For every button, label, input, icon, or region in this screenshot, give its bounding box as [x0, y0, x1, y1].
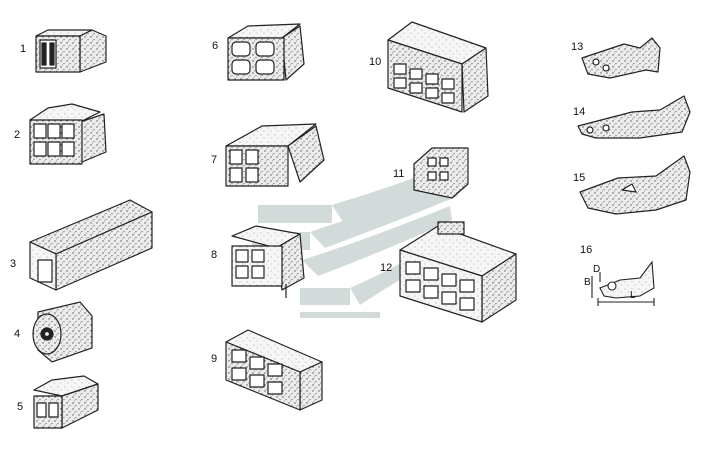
connector-4	[32, 301, 93, 363]
connector-7	[225, 123, 325, 187]
dimension-b-label: B	[584, 277, 591, 288]
label-5: 5	[17, 401, 23, 413]
label-10: 10	[369, 56, 381, 68]
connector-8	[231, 225, 305, 298]
connector-12	[399, 221, 517, 323]
connector-10	[387, 21, 489, 113]
label-15: 15	[573, 172, 585, 184]
connector-5	[33, 375, 99, 429]
connector-6	[227, 23, 305, 81]
label-8: 8	[211, 249, 217, 261]
dimension-d-label: D	[593, 264, 600, 275]
label-2: 2	[14, 129, 20, 141]
connector-11	[413, 147, 469, 199]
terminal-14	[577, 95, 691, 139]
label-16: 16	[580, 244, 592, 256]
label-14: 14	[573, 106, 585, 118]
label-1: 1	[20, 43, 26, 55]
connector-9	[225, 329, 323, 411]
connector-2	[29, 103, 107, 165]
label-7: 7	[211, 154, 217, 166]
terminal-13	[581, 37, 661, 79]
item-labels: 1 2 3 4 5 6 7 8 9 10 11 12 13 14 15 16	[10, 40, 592, 413]
label-9: 9	[211, 353, 217, 365]
label-11: 11	[393, 168, 404, 180]
connector-3	[29, 199, 153, 291]
label-6: 6	[212, 40, 218, 52]
dimension-labels: B D L	[584, 264, 636, 301]
label-12: 12	[380, 262, 392, 274]
label-4: 4	[14, 328, 20, 340]
label-3: 3	[10, 258, 16, 270]
label-13: 13	[571, 41, 583, 53]
dimension-l-label: L	[630, 290, 636, 301]
terminal-16	[591, 260, 655, 306]
connector-1	[35, 29, 107, 73]
terminal-15	[579, 155, 691, 215]
